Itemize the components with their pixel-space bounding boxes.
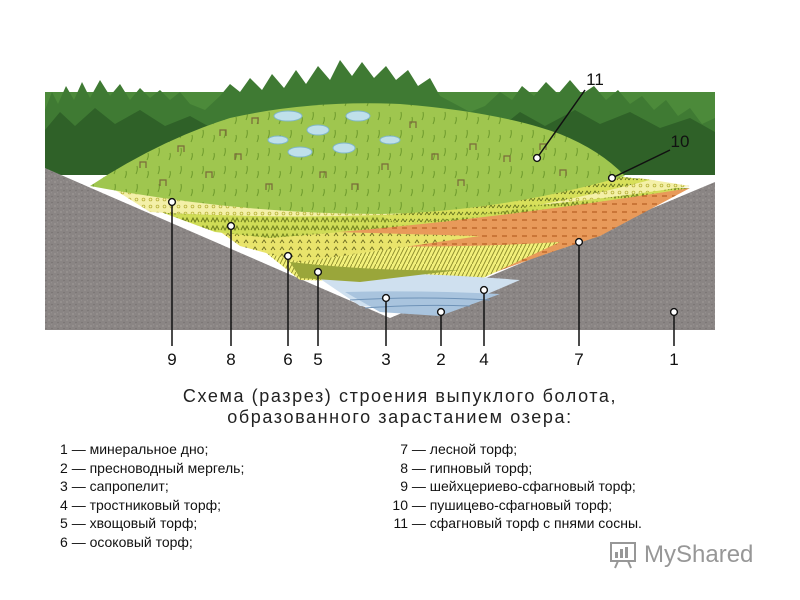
callout-9: 9 xyxy=(167,350,177,369)
callout-10: 10 xyxy=(670,132,690,151)
callout-3: 3 xyxy=(381,350,391,369)
callout-6: 6 xyxy=(283,350,293,369)
diagram-title-line-2: образованного зарастанием озера: xyxy=(227,407,573,427)
legend-item: 7 — лесной торф; xyxy=(400,441,518,457)
myshared-watermark: MyShared xyxy=(608,540,753,570)
callout-2: 2 xyxy=(436,350,446,369)
legend-left-column: 1 — минеральное дно; 2 — пресноводный ме… xyxy=(60,440,244,551)
legend-item: 9 — шейхцериево-сфагновый торф; xyxy=(400,478,636,494)
legend-item: 2 — пресноводный мергель; xyxy=(60,459,245,476)
bog-pool xyxy=(345,110,371,122)
callout-4: 4 xyxy=(479,350,489,369)
presentation-board-icon xyxy=(610,542,636,569)
callout-5: 5 xyxy=(313,350,323,369)
callout-11: 11 xyxy=(586,70,604,89)
bog-pool xyxy=(273,110,303,122)
legend-item: 8 — гипновый торф; xyxy=(400,459,533,476)
legend-right-column: 7 — лесной торф; 8 — гипновый торф; 9 — … xyxy=(392,440,642,533)
bog-pool xyxy=(287,146,313,158)
callout-1: 1 xyxy=(669,350,679,369)
callout-dots xyxy=(167,153,679,317)
legend-item: 1 — минеральное дно; xyxy=(60,441,209,457)
bog-pool xyxy=(332,142,356,154)
sphagnum-hill xyxy=(90,103,625,214)
legend-item: 3 — сапропелит; xyxy=(60,478,169,494)
bog-cross-section-diagram xyxy=(45,60,715,346)
diagram-title-line-1: Схема (разрез) строения выпуклого болота… xyxy=(182,386,618,406)
mineral-bottom-layer xyxy=(45,168,715,330)
legend-item: 11 — сфагновый торф с пнями сосны. xyxy=(393,515,642,531)
callout-7: 7 xyxy=(574,350,584,369)
callout-8: 8 xyxy=(226,350,236,369)
callout-lines xyxy=(171,89,675,346)
legend-item: 4 — тростниковый торф; xyxy=(60,496,222,513)
legend-item: 5 — хвощовый торф; xyxy=(60,515,198,531)
bog-pool xyxy=(267,135,289,145)
legend-item: 6 — осоковый торф; xyxy=(60,533,193,550)
bog-pool xyxy=(379,135,401,145)
legend-item: 10 — пушицево-сфагновый торф; xyxy=(392,496,613,513)
watermark-text: MyShared xyxy=(644,541,754,568)
layer-horsetail-peat xyxy=(290,262,460,282)
bog-pool xyxy=(306,124,330,136)
